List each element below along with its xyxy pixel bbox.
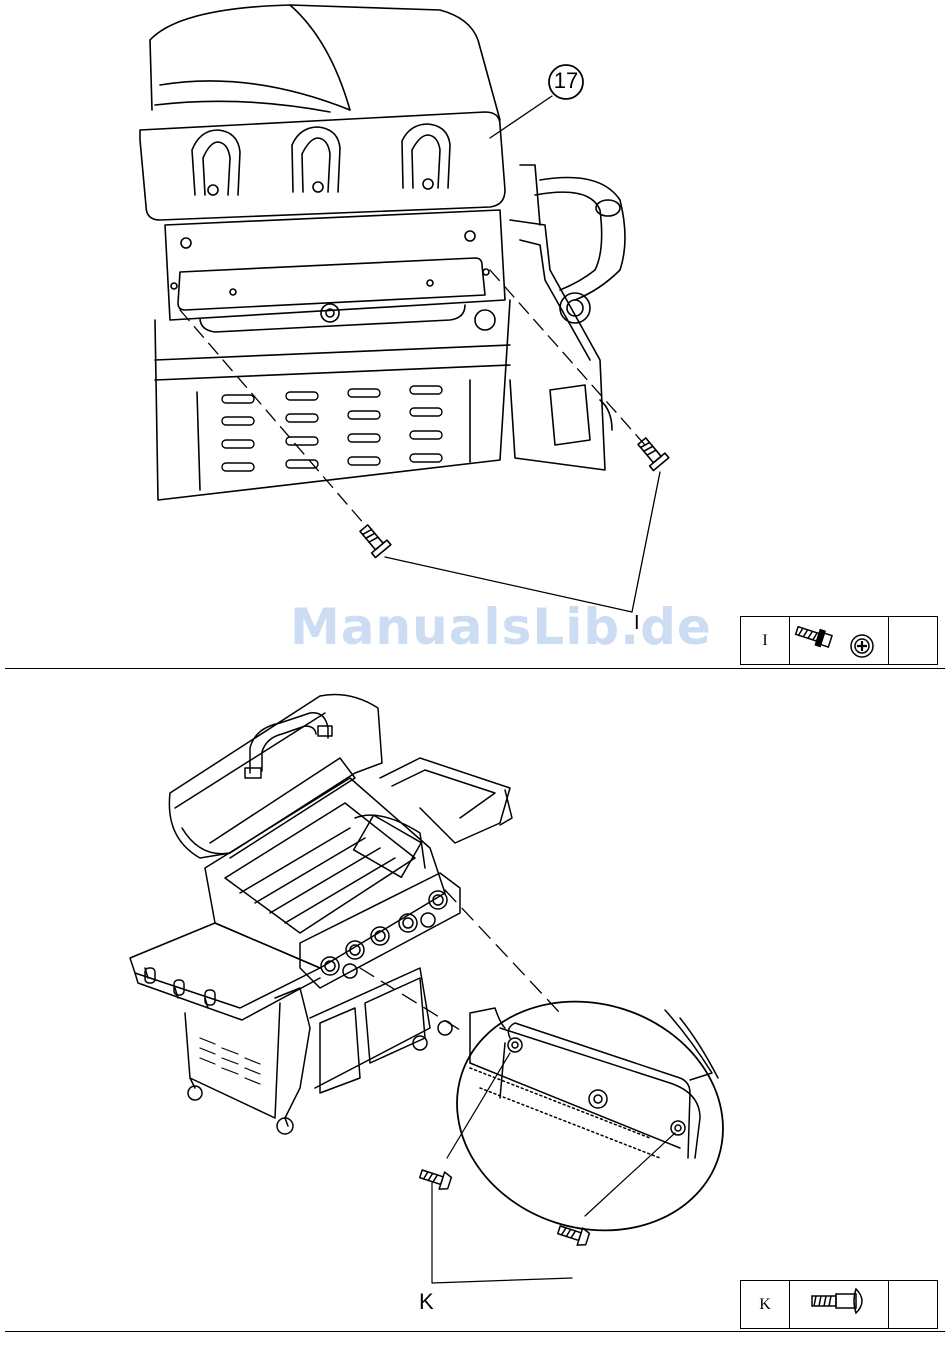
parts-table-label: I [741, 617, 790, 665]
part-number-callout: 17 [552, 68, 580, 94]
parts-table: K [740, 1280, 938, 1329]
parts-table-qty [889, 617, 938, 665]
grill-rear-diagram [0, 0, 950, 668]
parts-table-label: K [741, 1281, 790, 1329]
section-divider [5, 1331, 945, 1332]
bolt-icon [356, 522, 391, 558]
assembly-step-top: 17 I ManualsLib.de I [0, 0, 950, 668]
bolt-icon [418, 1165, 452, 1191]
parts-table-qty [889, 1281, 938, 1329]
shoulder-bolt-icon [790, 1281, 889, 1329]
grill-front-diagram [0, 668, 950, 1336]
watermark: ManualsLib.de [290, 598, 712, 656]
assembly-step-bottom: K K [0, 668, 950, 1336]
bolt-with-washer-icon [790, 617, 889, 665]
fastener-label: K [419, 1289, 434, 1315]
bolt-icon [634, 435, 669, 471]
parts-table: I [740, 616, 938, 665]
